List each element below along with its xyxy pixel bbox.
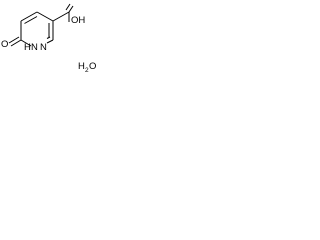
water-subscript: 2 (85, 67, 89, 74)
structure-canvas: O OH O N H N H 2 O (0, 0, 110, 85)
nh-n-label: N (31, 42, 38, 53)
bond-c6-o-2 (8, 36, 20, 44)
bond-c6-o-1 (10, 39, 22, 47)
bond-c3-cooh (52, 11, 70, 22)
ketone-oxygen-label: O (1, 39, 8, 50)
water-h-label: H (78, 61, 85, 72)
bond-cooh-co-2 (65, 3, 71, 11)
pyridazine-carboxylic-acid-structure: O OH O N H N H 2 O (1, 3, 96, 74)
bond-n2-c3-inner (46, 36, 51, 39)
ring-n-label: N (40, 42, 47, 53)
bond-n2-c3 (46, 39, 54, 44)
bond-cooh-co-1 (68, 5, 74, 13)
nh-h-label: H (24, 42, 31, 53)
bond-c4-c5-inner (24, 16, 38, 24)
bond-c3-c4 (36, 11, 54, 22)
water-o-label: O (89, 61, 96, 72)
bond-c4-c5 (20, 11, 38, 22)
bond-c6-n1 (20, 39, 32, 47)
hydroxyl-label: OH (71, 15, 85, 26)
